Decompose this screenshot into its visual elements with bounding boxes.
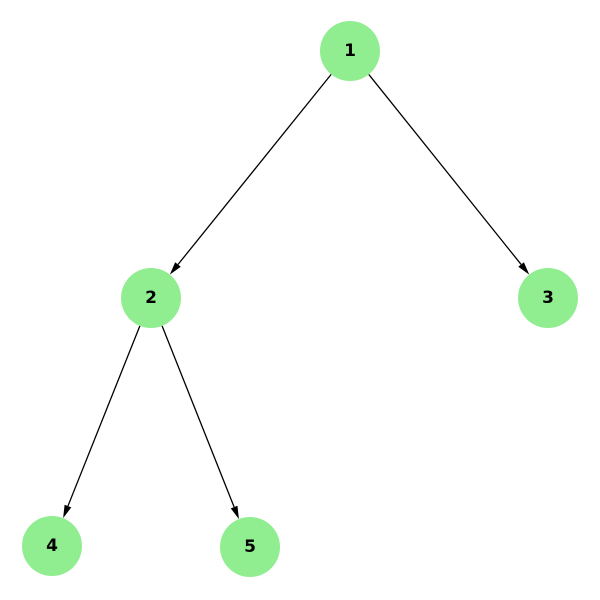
node-circle[interactable] [518, 268, 578, 328]
edge-line [177, 73, 332, 265]
node-circle[interactable] [22, 516, 82, 576]
edges-layer [63, 73, 530, 520]
node-label: 2 [145, 288, 157, 308]
graph-node-5[interactable]: 5 [220, 517, 280, 577]
node-circle[interactable] [320, 21, 380, 81]
node-label: 5 [244, 537, 256, 557]
node-label: 4 [46, 536, 58, 556]
edge-arrowhead-icon [230, 505, 239, 520]
edge-line [161, 325, 235, 508]
node-circle[interactable] [220, 517, 280, 577]
graph-edge [63, 325, 141, 519]
node-label: 1 [344, 41, 356, 61]
edge-arrowhead-icon [63, 504, 72, 519]
graph-node-1[interactable]: 1 [320, 21, 380, 81]
edge-arrowhead-icon [518, 262, 530, 275]
graph-node-3[interactable]: 3 [518, 268, 578, 328]
node-label: 3 [542, 288, 554, 308]
edge-arrowhead-icon [169, 262, 181, 275]
edge-line [67, 325, 141, 507]
edge-line [368, 74, 522, 265]
graph-node-2[interactable]: 2 [121, 268, 181, 328]
graph-node-4[interactable]: 4 [22, 516, 82, 576]
graph-edge [368, 74, 530, 275]
graph-edge [169, 73, 332, 275]
nodes-layer: 1 2 3 4 5 [22, 21, 578, 577]
graph-edge [161, 325, 239, 520]
node-circle[interactable] [121, 268, 181, 328]
